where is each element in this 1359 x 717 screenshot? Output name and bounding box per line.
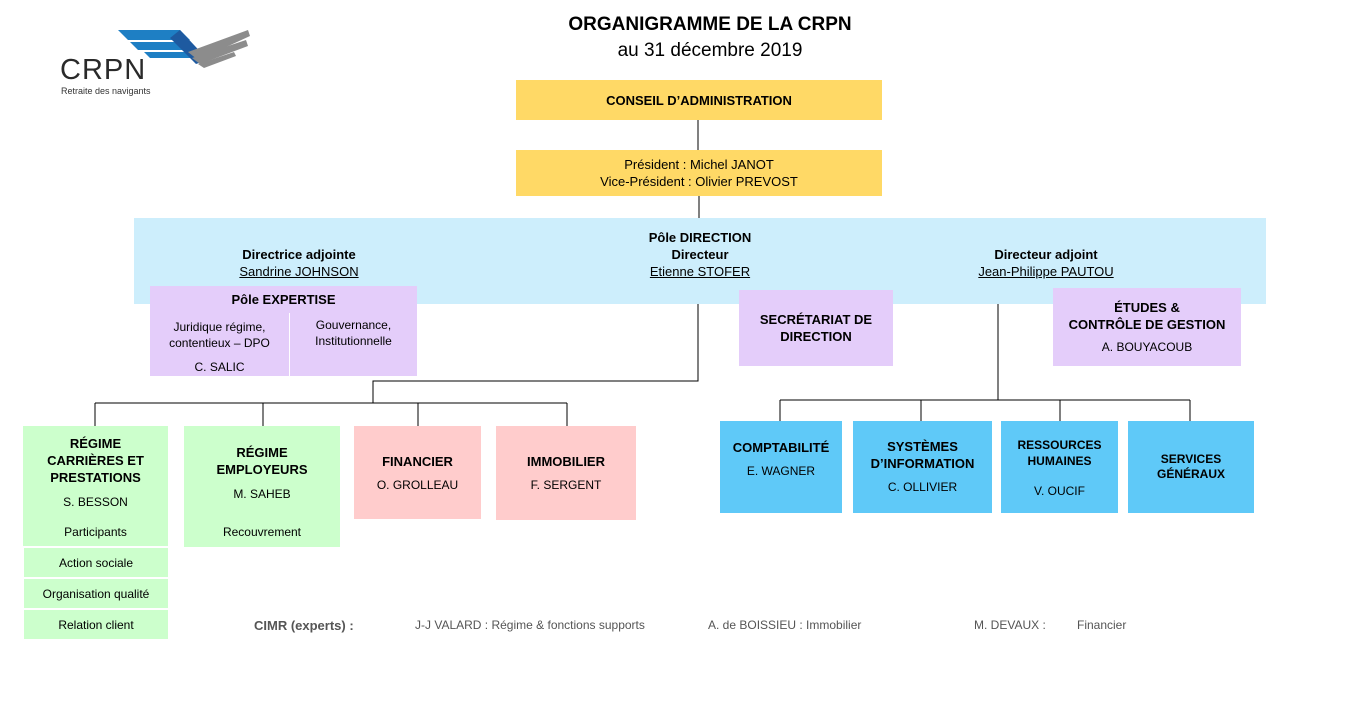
gouvernance-line1: Gouvernance, [315, 318, 392, 332]
rh-person: V. OUCIF [1034, 484, 1085, 498]
regime-carrieres-title: RÉGIME CARRIÈRES ET PRESTATIONS [23, 435, 168, 486]
systemes-line2: D’INFORMATION [870, 456, 975, 471]
adjointe-role: Directrice adjointe [242, 247, 356, 262]
financier-box: FINANCIER O. GROLLEAU [354, 426, 481, 519]
rh-line2: HUMAINES [1027, 454, 1092, 468]
secretariat-line2: DIRECTION [780, 329, 852, 344]
relation-client-box: Relation client [24, 610, 168, 639]
president-text: Président : Michel JANOT [624, 157, 774, 172]
regime-employeurs-person: M. SAHEB [233, 487, 291, 501]
regime-carrieres-sub1: Participants [64, 525, 127, 539]
systemes-person: C. OLLIVIER [887, 480, 958, 494]
directrice-adjointe: Directrice adjointe Sandrine JOHNSON [180, 246, 418, 280]
regime-employeurs-box: RÉGIME EMPLOYEURS M. SAHEB Recouvrement [184, 426, 340, 547]
action-sociale-box: Action sociale [24, 548, 168, 577]
secretariat-box: SECRÉTARIAT DE DIRECTION [739, 290, 893, 366]
systemes-box: SYSTÈMES D’INFORMATION C. OLLIVIER [853, 421, 992, 513]
pole-direction-title: Pôle DIRECTION [648, 230, 752, 245]
etudes-line2: CONTRÔLE DE GESTION [1068, 316, 1226, 332]
page-title: ORGANIGRAMME DE LA CRPN [568, 14, 852, 35]
wing-icon [118, 30, 250, 68]
financier-label: FINANCIER [382, 453, 453, 469]
regime-carrieres-line2: CARRIÈRES ET [47, 453, 144, 468]
comptabilite-label: COMPTABILITÉ [732, 440, 830, 455]
regime-employeurs-line2: EMPLOYEURS [216, 462, 308, 477]
etudes-line1: ÉTUDES & [1114, 299, 1180, 315]
financier-person: O. GROLLEAU [376, 477, 459, 492]
logo-tagline: Retraite des navigants [61, 86, 151, 96]
conseil-label: CONSEIL D’ADMINISTRATION [606, 92, 792, 108]
comptabilite-box: COMPTABILITÉ E. WAGNER [720, 421, 842, 513]
immobilier-person: F. SERGENT [530, 478, 602, 492]
directeur-adjoint: Directeur adjoint Jean-Philippe PAUTOU [916, 246, 1176, 280]
rh-line1: RESSOURCES [1017, 438, 1102, 452]
conseil-box: CONSEIL D’ADMINISTRATION [516, 80, 882, 120]
cimr-expert-3-name: M. DEVAUX : [974, 618, 1046, 632]
adjointe-name: Sandrine JOHNSON [239, 264, 359, 279]
regime-employeurs-sub1: Recouvrement [222, 525, 302, 539]
regime-carrieres-box: RÉGIME CARRIÈRES ET PRESTATIONS S. BESSO… [23, 426, 168, 546]
expertise-juridique-person: C. SALIC [194, 360, 245, 374]
pole-expertise-box: Pôle EXPERTISE Juridique régime, content… [150, 286, 417, 376]
expertise-gouvernance: Gouvernance, Institutionnelle [290, 317, 417, 349]
pole-expertise-title: Pôle EXPERTISE [231, 292, 336, 307]
logo-name: CRPN [60, 54, 147, 86]
regime-carrieres-person: S. BESSON [63, 495, 128, 509]
services-box: SERVICES GÉNÉRAUX [1128, 421, 1254, 513]
page-subtitle: au 31 décembre 2019 [617, 40, 803, 61]
gouvernance-line2: Institutionnelle [315, 334, 392, 348]
comptabilite-person: E. WAGNER [746, 464, 816, 478]
etudes-person: A. BOUYACOUB [1101, 339, 1193, 354]
organisation-qualite-label: Organisation qualité [42, 586, 150, 601]
services-line2: GÉNÉRAUX [1156, 467, 1225, 481]
expertise-juridique: Juridique régime, contentieux – DPO [150, 319, 289, 351]
action-sociale-label: Action sociale [58, 555, 134, 570]
cimr-label: CIMR (experts) : [254, 618, 354, 633]
vice-president-text: Vice-Président : Olivier PREVOST [600, 174, 798, 189]
cimr-expert-3-domain: Financier [1077, 618, 1127, 632]
pole-direction-center: Pôle DIRECTION Directeur Etienne STOFER [550, 229, 850, 280]
organisation-qualite-box: Organisation qualité [24, 579, 168, 608]
systemes-line1: SYSTÈMES [887, 439, 958, 454]
cimr-expert-2: A. de BOISSIEU : Immobilier [708, 618, 862, 632]
adjoint-name: Jean-Philippe PAUTOU [978, 264, 1114, 279]
regime-carrieres-line3: PRESTATIONS [50, 470, 141, 485]
immobilier-label: IMMOBILIER [527, 454, 605, 469]
regime-carrieres-line1: RÉGIME [69, 436, 122, 451]
crpn-logo: CRPN Retraite des navigants [58, 26, 253, 98]
directeur-name: Etienne STOFER [649, 264, 751, 279]
relation-client-label: Relation client [58, 617, 134, 632]
presidence-box: Président : Michel JANOT Vice-Président … [516, 150, 882, 196]
regime-employeurs-line1: RÉGIME [236, 445, 288, 460]
directeur-role: Directeur [671, 247, 729, 262]
juridique-line1: Juridique régime, [173, 320, 266, 334]
juridique-line2: contentieux – DPO [169, 336, 270, 350]
secretariat-line1: SECRÉTARIAT DE [759, 312, 873, 327]
etudes-box: ÉTUDES & CONTRÔLE DE GESTION A. BOUYACOU… [1053, 288, 1241, 366]
immobilier-box: IMMOBILIER F. SERGENT [496, 426, 636, 520]
adjoint-role: Directeur adjoint [994, 247, 1098, 262]
services-line1: SERVICES [1160, 452, 1222, 466]
expertise-divider [289, 313, 290, 376]
cimr-expert-1: J-J VALARD : Régime & fonctions supports [415, 618, 645, 632]
rh-box: RESSOURCES HUMAINES V. OUCIF [1001, 421, 1118, 513]
regime-employeurs-title: RÉGIME EMPLOYEURS [184, 444, 340, 478]
